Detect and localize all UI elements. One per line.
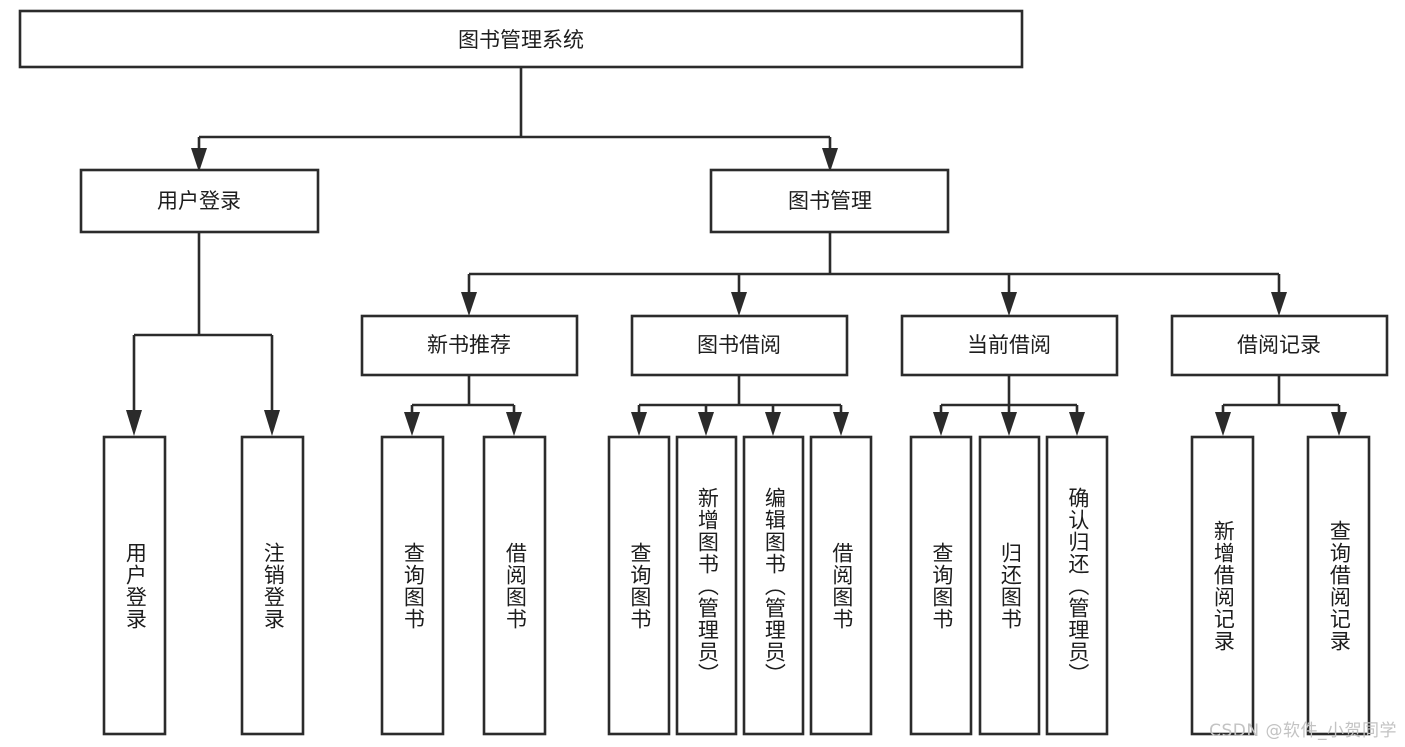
arrow-head-user-login-leaf-2 bbox=[264, 410, 280, 436]
node-leaf-book-borrow-3-box[interactable] bbox=[742, 435, 805, 736]
node-root-box[interactable] bbox=[18, 9, 1024, 69]
arrow-head-borrow-record-leaf-1 bbox=[1215, 412, 1231, 436]
node-current-borrow-box[interactable] bbox=[900, 314, 1119, 377]
node-leaf-current-borrow-2-box[interactable] bbox=[978, 435, 1041, 736]
arrow-head-new-book-leaf-2 bbox=[506, 412, 522, 436]
arrow-head-current-borrow bbox=[1001, 292, 1017, 316]
arrow-head-book-borrow-leaf-3 bbox=[765, 412, 781, 436]
node-user-login-label: 用户登录 bbox=[157, 189, 241, 213]
node-book-mgmt-box[interactable] bbox=[709, 168, 950, 234]
node-leaf-book-borrow-2-box[interactable] bbox=[675, 435, 738, 736]
node-leaf-current-borrow-3-box[interactable] bbox=[1045, 435, 1109, 736]
node-leaf-current-borrow-1-box[interactable] bbox=[909, 435, 973, 736]
node-user-login-box[interactable] bbox=[79, 168, 320, 234]
arrow-head-borrow-record-leaf-2 bbox=[1331, 412, 1347, 436]
node-borrow-record-box[interactable] bbox=[1170, 314, 1389, 377]
node-leaf-new-book-1-box[interactable] bbox=[380, 435, 445, 736]
arrow-head-current-borrow-leaf-1 bbox=[933, 412, 949, 436]
node-root-label: 图书管理系统 bbox=[458, 28, 584, 52]
connector-layer bbox=[126, 67, 1347, 436]
csdn-watermark: CSDN @软件_小贺同学 bbox=[1209, 721, 1397, 741]
arrow-head-book-mgmt bbox=[822, 148, 838, 172]
node-leaf-new-book-2-box[interactable] bbox=[482, 435, 547, 736]
node-new-book-recommend-label: 新书推荐 bbox=[427, 333, 511, 357]
node-leaf-book-borrow-1-box[interactable] bbox=[607, 435, 671, 736]
node-leaf-borrow-record-2-box[interactable] bbox=[1306, 435, 1371, 736]
arrow-head-new-book-leaf-1 bbox=[404, 412, 420, 436]
node-leaf-borrow-record-1-box[interactable] bbox=[1190, 435, 1255, 736]
arrow-head-book-borrow-leaf-1 bbox=[631, 412, 647, 436]
arrow-head-current-borrow-leaf-3 bbox=[1069, 412, 1085, 436]
arrow-head-borrow-record bbox=[1271, 292, 1287, 316]
arrow-head-user-login-leaf-1 bbox=[126, 410, 142, 436]
arrow-head-book-borrow-leaf-2 bbox=[698, 412, 714, 436]
node-new-book-recommend-box[interactable] bbox=[360, 314, 579, 377]
node-book-borrow-label: 图书借阅 bbox=[697, 333, 781, 357]
arrow-head-user-login bbox=[191, 148, 207, 172]
node-current-borrow-label: 当前借阅 bbox=[967, 333, 1051, 357]
node-leaf-book-borrow-4-box[interactable] bbox=[809, 435, 873, 736]
arrow-head-book-borrow-leaf-4 bbox=[833, 412, 849, 436]
arrow-head-current-borrow-leaf-2 bbox=[1001, 412, 1017, 436]
node-leaf-user-login-2-box[interactable] bbox=[240, 435, 305, 736]
arrow-head-book-borrow bbox=[731, 292, 747, 316]
node-borrow-record-label: 借阅记录 bbox=[1237, 333, 1321, 357]
node-book-borrow-box[interactable] bbox=[630, 314, 849, 377]
node-book-mgmt-label: 图书管理 bbox=[788, 189, 872, 213]
arrow-head-new-book-recommend bbox=[461, 292, 477, 316]
node-leaf-user-login-1-box[interactable] bbox=[102, 435, 167, 736]
node-layer: 图书管理系统 用户登录 图书管理 新书推荐 图书借阅 当前借阅 借阅记录 bbox=[18, 9, 1389, 736]
